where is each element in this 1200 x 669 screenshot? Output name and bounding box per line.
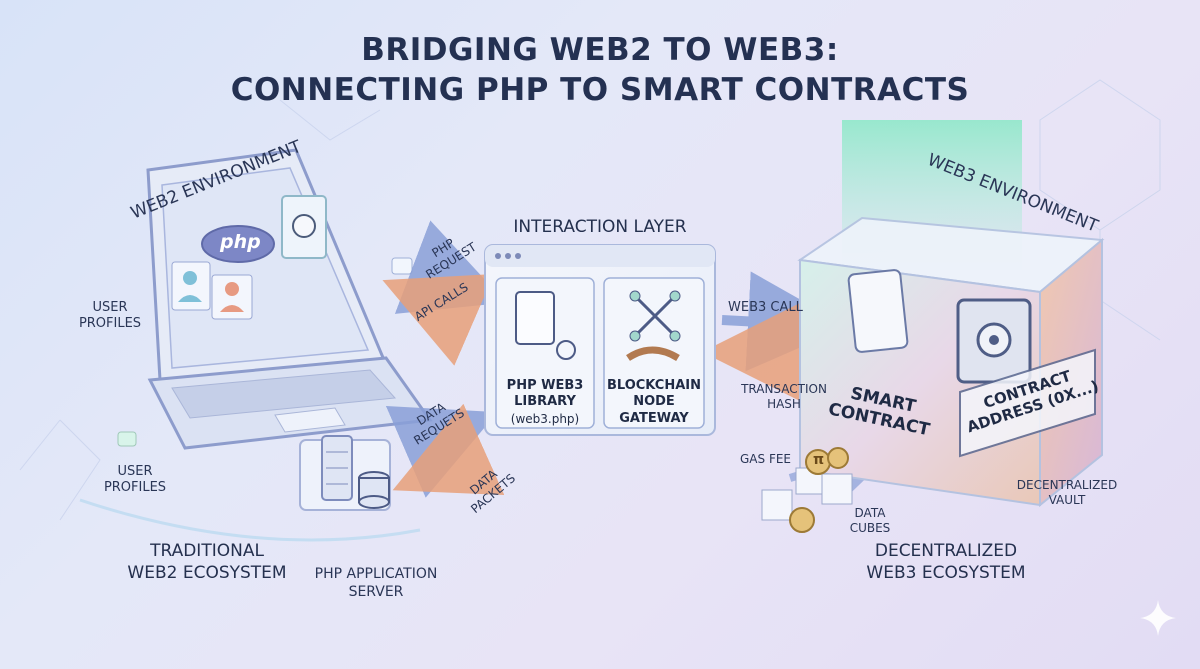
laptop-illustration (146, 148, 433, 450)
flow-curve (79, 498, 421, 542)
gas-fee-label: GAS FEE (740, 452, 792, 466)
interaction-window (484, 244, 716, 436)
web2-ecosystem-label: TRADITIONAL WEB2 ECOSYSTEM (127, 541, 287, 584)
server-illustration (299, 435, 391, 511)
coin-symbol: π (813, 452, 825, 468)
gas-coins (789, 447, 849, 533)
decentralized-vault-label: DECENTRALIZED VAULT (1016, 478, 1118, 507)
web3-ecosystem-label: DECENTRALIZED WEB3 ECOSYSTEM (866, 541, 1026, 584)
data-cubes-label: DATA CUBES (849, 506, 891, 535)
web3-library-title: PHP WEB3 LIBRARY (506, 378, 584, 410)
data-cubes (761, 467, 853, 521)
web3-cube (797, 120, 1105, 508)
php-server-label: PHP APPLICATION SERVER (314, 566, 438, 600)
node-cube-top (391, 257, 413, 275)
interaction-layer-title: INTERACTION LAYER (513, 217, 687, 237)
php-logo: php (220, 231, 261, 253)
node-gateway-title: BLOCKCHAIN NODE GATEWAY (606, 378, 701, 426)
user-profiles-label-bottom: USER PROFILES (103, 464, 167, 496)
web3-library-subtitle: (web3.php) (510, 412, 580, 426)
user-profiles-label-top: USER PROFILES (78, 300, 142, 332)
diagram-title-line2: CONNECTING PHP TO SMART CONTRACTS (230, 72, 970, 108)
node-cube-bottom (117, 431, 137, 447)
diagram-title-line1: BRIDGING WEB2 TO WEB3: (361, 32, 839, 68)
sparkle-icon (1140, 600, 1176, 636)
transaction-hash-label: TRANSACTION HASH (741, 382, 827, 411)
web3-call-label: WEB3 CALL (728, 300, 803, 315)
data-packets-arrow (392, 403, 505, 495)
api-calls-arrow (382, 273, 495, 366)
